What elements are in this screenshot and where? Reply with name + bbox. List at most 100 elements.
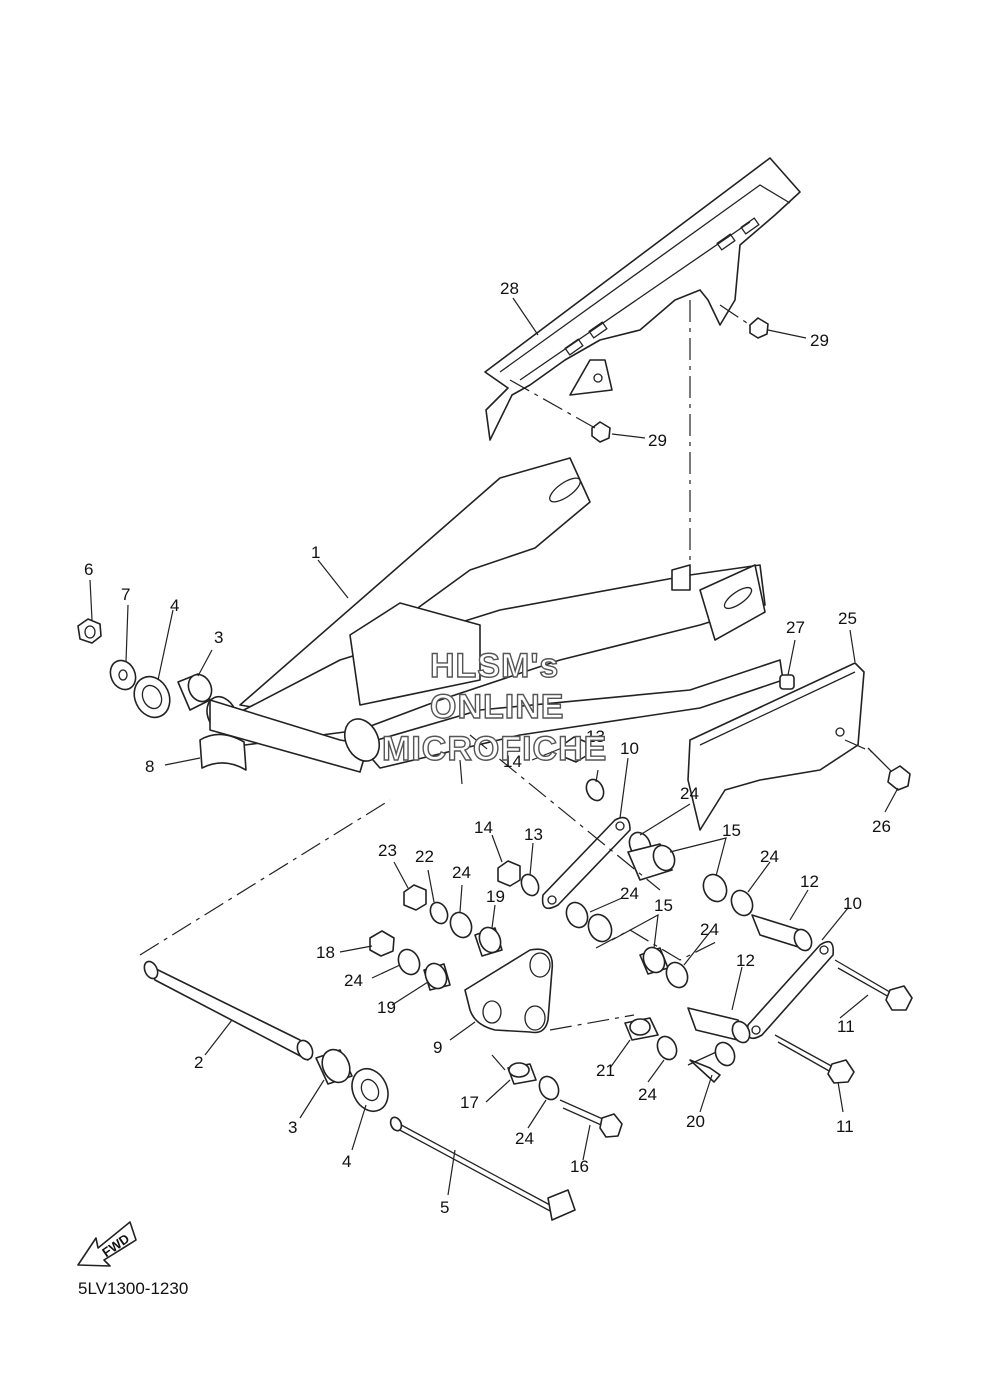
washer-part-22[interactable] (427, 900, 451, 927)
callout-24d[interactable]: 24 (620, 884, 639, 903)
bolt-part-29a[interactable] (749, 317, 769, 339)
swingarm-part[interactable] (201, 457, 784, 773)
callout-8[interactable]: 8 (145, 757, 154, 776)
callout-12b[interactable]: 12 (736, 951, 755, 970)
callout-13a[interactable]: 13 (586, 727, 605, 746)
callout-21[interactable]: 21 (596, 1061, 615, 1080)
callout-3b[interactable]: 3 (288, 1118, 297, 1137)
callout-29a[interactable]: 29 (810, 331, 829, 350)
washer-part-7[interactable] (106, 656, 140, 693)
pivot-shaft-part-2[interactable] (142, 959, 316, 1062)
spacer-part-24f[interactable] (394, 946, 423, 978)
washer-part-13a[interactable] (583, 777, 607, 804)
leader-lines (89, 297, 899, 1196)
spacer-part-24b[interactable] (727, 887, 756, 919)
watermark: HLSM's ONLINE MICROFICHE (381, 646, 607, 768)
callout-19b[interactable]: 19 (377, 998, 396, 1017)
watermark-line-1: HLSM's (430, 647, 559, 685)
callout-28[interactable]: 28 (500, 279, 519, 298)
callout-24a[interactable]: 24 (680, 784, 699, 803)
nut-part-14a[interactable] (563, 736, 587, 763)
collar-part-8[interactable] (199, 733, 247, 771)
chain-slider-part[interactable] (687, 662, 865, 831)
watermark-line-3: MICROFICHE (382, 730, 607, 768)
callout-24b[interactable]: 24 (760, 847, 779, 866)
callout-17[interactable]: 17 (460, 1093, 479, 1112)
callout-24g[interactable]: 24 (638, 1085, 657, 1104)
callout-5[interactable]: 5 (440, 1198, 449, 1217)
relay-arm-part-9[interactable] (464, 948, 554, 1034)
bearing-part-15c[interactable] (584, 911, 616, 946)
callout-6[interactable]: 6 (84, 560, 93, 579)
callout-22[interactable]: 22 (415, 847, 434, 866)
callout-labels: 1 2 3 3 4 4 5 6 7 8 9 10 10 11 11 12 12 … (84, 279, 891, 1217)
callout-7[interactable]: 7 (121, 585, 130, 604)
callout-19a[interactable]: 19 (486, 887, 505, 906)
callout-9[interactable]: 9 (433, 1038, 442, 1057)
cap-part-27[interactable] (779, 674, 795, 690)
bearing-part-19a[interactable] (474, 924, 505, 957)
spacer-part-24e[interactable] (662, 959, 691, 991)
callout-18[interactable]: 18 (316, 943, 335, 962)
callout-12a[interactable]: 12 (800, 872, 819, 891)
bolt-part-26[interactable] (867, 747, 911, 791)
bearing-part-15b[interactable] (699, 871, 731, 906)
bearing-part-15d[interactable] (639, 944, 669, 976)
callout-27[interactable]: 27 (786, 618, 805, 637)
bolt-part-20[interactable] (687, 1039, 738, 1083)
bearing-part-3a[interactable] (177, 671, 216, 711)
collar-part-21[interactable] (624, 1017, 659, 1041)
spacer-part-24c[interactable] (446, 909, 475, 941)
collar-part-17[interactable] (507, 1062, 537, 1085)
callout-24c[interactable]: 24 (452, 863, 471, 882)
callout-14a[interactable]: 14 (503, 752, 522, 771)
callout-24e[interactable]: 24 (344, 971, 363, 990)
bearing-part-3b[interactable] (315, 1045, 355, 1087)
spacer-part-24g[interactable] (654, 1033, 680, 1062)
callout-23[interactable]: 23 (378, 841, 397, 860)
oil-seal-part-4b[interactable] (345, 1063, 394, 1117)
callout-11b[interactable]: 11 (836, 1117, 854, 1136)
nut-part-23[interactable] (403, 884, 427, 911)
callout-11a[interactable]: 11 (837, 1017, 855, 1036)
chain-guard-part[interactable] (484, 157, 801, 441)
callout-15a[interactable]: 15 (722, 821, 741, 840)
callout-10a[interactable]: 10 (620, 739, 639, 758)
nut-part-18[interactable] (369, 930, 395, 957)
nut-part-6[interactable] (77, 618, 102, 644)
callout-25[interactable]: 25 (838, 609, 857, 628)
bolt-part-16[interactable] (559, 1099, 623, 1138)
callout-16[interactable]: 16 (570, 1157, 589, 1176)
bolt-part-29b[interactable] (591, 421, 611, 443)
bearing-part-15a[interactable] (627, 842, 679, 881)
bearing-part-19b[interactable] (421, 960, 451, 992)
collar-part-12a[interactable] (751, 914, 815, 953)
callout-13b[interactable]: 13 (524, 825, 543, 844)
callout-4a[interactable]: 4 (170, 596, 179, 615)
oil-seal-part-4a[interactable] (128, 671, 177, 723)
relay-arm-part-10b[interactable] (746, 940, 835, 1040)
callout-2[interactable]: 2 (194, 1053, 203, 1072)
callout-15b[interactable]: 15 (654, 896, 673, 915)
spacer-part-24d[interactable] (562, 899, 591, 931)
callout-24h[interactable]: 24 (515, 1129, 534, 1148)
callout-29b[interactable]: 29 (648, 431, 667, 450)
callout-20[interactable]: 20 (686, 1112, 705, 1131)
callout-3a[interactable]: 3 (214, 628, 223, 647)
bolt-part-11a[interactable] (834, 959, 913, 1011)
callout-4b[interactable]: 4 (342, 1152, 351, 1171)
nut-part-14b[interactable] (497, 860, 521, 887)
callout-1[interactable]: 1 (311, 543, 320, 562)
callout-26[interactable]: 26 (872, 817, 891, 836)
washer-part-13b[interactable] (518, 872, 542, 899)
relay-arm-part-10a[interactable] (541, 816, 631, 910)
callout-24f[interactable]: 24 (700, 920, 719, 939)
callout-10b[interactable]: 10 (843, 894, 862, 913)
bolt-part-11b[interactable] (774, 1034, 855, 1084)
callout-14b[interactable]: 14 (474, 818, 493, 837)
collar-part-12b[interactable] (687, 1007, 753, 1045)
pivot-axle-part-5[interactable] (389, 1116, 576, 1221)
spacer-part-24h[interactable] (536, 1073, 562, 1102)
